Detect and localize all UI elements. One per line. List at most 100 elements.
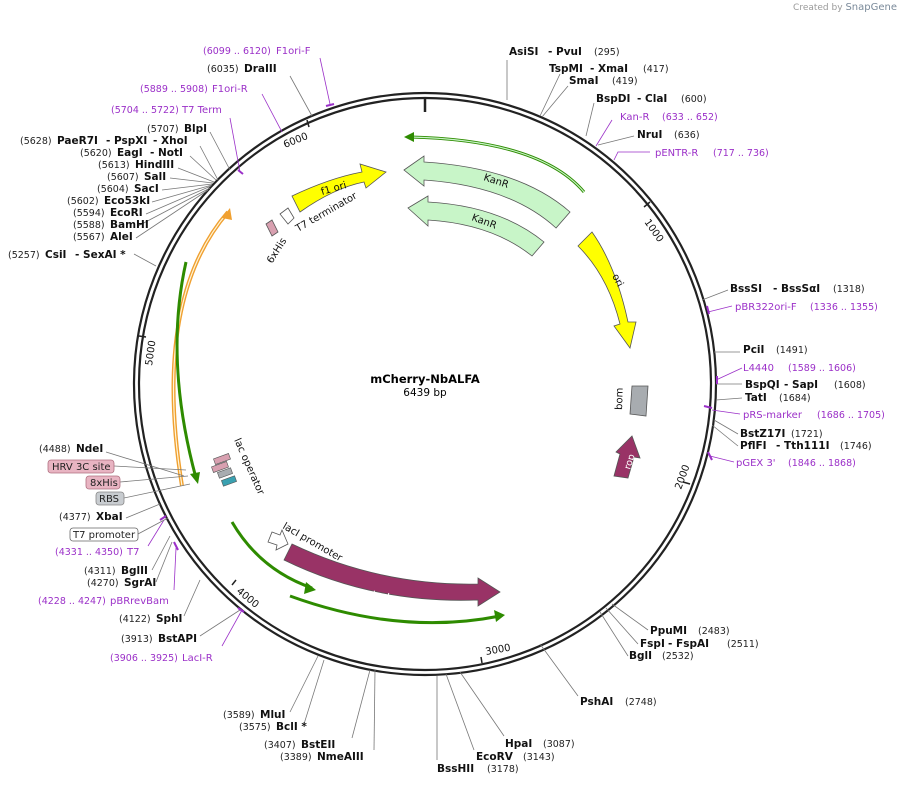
svg-text:(1846 .. 1868): (1846 .. 1868) (788, 458, 856, 469)
enzyme-ecori: EcoRI (110, 207, 143, 219)
svg-text:(3143): (3143) (523, 752, 555, 763)
laci-green-line-2 (289, 594, 501, 625)
svg-text:(5567): (5567) (73, 232, 105, 243)
enzyme-pspxi: PspXI (114, 135, 147, 147)
enzyme-bglii: BglII (121, 565, 148, 577)
svg-text:(2748): (2748) (625, 697, 657, 708)
svg-text:(4122): (4122) (119, 614, 151, 625)
svg-text:(1589 .. 1606): (1589 .. 1606) (788, 363, 856, 374)
svg-text:(419): (419) (612, 76, 638, 87)
primer-f1ori-r: F1ori-R (212, 84, 248, 95)
feature-rbs: RBS (99, 494, 119, 505)
svg-text:(2511): (2511) (727, 639, 759, 650)
enzyme-bspqi: BspQI (745, 379, 780, 391)
svg-text:- PspXI: - PspXI (106, 135, 147, 147)
svg-text:(717 .. 736): (717 .. 736) (713, 148, 769, 159)
svg-text:(4377): (4377) (59, 512, 91, 523)
plasmid-size: 6439 bp (403, 387, 447, 399)
svg-text:(1336 .. 1355): (1336 .. 1355) (810, 302, 878, 313)
snapgene-logo: SnapGene (845, 2, 897, 13)
svg-text:(3589): (3589) (223, 710, 255, 721)
enzyme-asisi: AsiSI (509, 46, 538, 58)
svg-text:(3087): (3087) (543, 739, 575, 750)
lac-operator-cluster (211, 453, 237, 487)
enzyme-nmeaiii: NmeAIII (317, 751, 364, 763)
svg-text:(5704 .. 5722): (5704 .. 5722) (111, 105, 179, 116)
enzyme-bspdi: BspDI (596, 93, 630, 105)
primer-pbr322ori-f: pBR322ori-F (735, 302, 797, 313)
enzyme-pshai: PshAI (580, 696, 613, 708)
svg-text:- NotI: - NotI (150, 147, 183, 159)
enzyme-csii: CsiI (45, 249, 66, 261)
plasmid-name: mCherry-NbALFA (370, 372, 480, 386)
enzyme-labels-left: (6035) DraIII (5707) BlpI (5628) PaeR7I … (8, 63, 376, 763)
svg-text:(2532): (2532) (662, 651, 694, 662)
svg-text:(5613): (5613) (98, 160, 130, 171)
enzyme-paer7i: PaeR7I (57, 135, 98, 147)
svg-text:(3407): (3407) (264, 740, 296, 751)
enzyme-eco53ki: Eco53kI (104, 195, 150, 207)
primer-t7: T7 (126, 547, 139, 558)
enzyme-pcii: PciI (743, 344, 764, 356)
his6-label: 6xHis (265, 236, 289, 265)
rop-arrow (613, 435, 641, 479)
svg-text:(1684): (1684) (779, 393, 811, 404)
enzyme-fspai: FspAI (676, 638, 709, 650)
enzyme-tspmi: TspMI (549, 63, 583, 75)
svg-text:- FspAI: - FspAI (668, 638, 709, 650)
feature-hrv3c-site: HRV 3C site (52, 462, 111, 473)
lac-operator-label: lac operator (231, 437, 266, 498)
his6-marker (265, 219, 279, 237)
feature-t7-promoter: T7 promoter (72, 530, 136, 541)
enzyme-tth111i: Tth111I (784, 440, 829, 452)
svg-text:- ClaI: - ClaI (637, 93, 667, 105)
primer-l4440: L4440 (743, 363, 774, 374)
rop-label: rop (622, 453, 637, 471)
primer-f1ori-f: F1ori-F (276, 46, 311, 57)
enzyme-ecorv: EcoRV (476, 751, 514, 763)
svg-text:(5607): (5607) (107, 172, 139, 183)
enzyme-bsssi: BssSI (730, 283, 762, 295)
enzyme-blpi: BlpI (184, 123, 207, 135)
svg-text:(600): (600) (681, 94, 707, 105)
svg-text:(5889 .. 5908): (5889 .. 5908) (140, 84, 208, 95)
svg-text:(3575): (3575) (239, 722, 271, 733)
svg-text:(1608): (1608) (834, 380, 866, 391)
enzyme-ppumi: PpuMI (650, 625, 687, 637)
svg-text:(295): (295) (594, 47, 620, 58)
enzyme-pflfi: PflFI (740, 440, 767, 452)
svg-text:(1318): (1318) (833, 284, 865, 295)
enzyme-smai: SmaI (569, 75, 599, 87)
enzyme-xbai: XbaI (96, 511, 123, 523)
primer-pgex-3: pGEX 3' (736, 458, 776, 469)
enzyme-bsteii: BstEII (301, 739, 335, 751)
svg-text:(5602): (5602) (67, 196, 99, 207)
tick-5000: 5000 (138, 335, 159, 366)
enzyme-alei: AleI (110, 231, 133, 243)
primer-t7-term: T7 Term (181, 105, 222, 116)
enzyme-bamhi: BamHI (110, 219, 149, 231)
laci-arrow (283, 543, 501, 607)
enzyme-sapi: SapI (792, 379, 818, 391)
f1ori-arrow (291, 163, 387, 213)
enzyme-tati: TatI (745, 392, 767, 404)
enzyme-mlui: MluI (260, 709, 285, 721)
svg-text:(1746): (1746) (840, 441, 872, 452)
svg-text:(4331 .. 4350): (4331 .. 4350) (55, 547, 123, 558)
svg-text:(2483): (2483) (698, 626, 730, 637)
enzyme-bgli: BglI (629, 650, 652, 662)
enzyme-bstz17i: BstZ17I (740, 428, 785, 440)
enzyme-bsssai: BssSαI (781, 283, 820, 295)
kanr-green-arrowhead (404, 132, 414, 142)
enzyme-noti: NotI (158, 147, 183, 159)
svg-text:(4311): (4311) (84, 566, 116, 577)
svg-text:- SexAI *: - SexAI * (75, 249, 126, 261)
enzyme-sali: SalI (144, 171, 166, 183)
enzyme-sexai: SexAI * (83, 249, 126, 261)
svg-text:(5588): (5588) (73, 220, 105, 231)
snapgene-credit: Created by SnapGene (793, 2, 897, 13)
svg-text:(4270): (4270) (87, 578, 119, 589)
enzyme-xhoi: XhoI (161, 135, 188, 147)
svg-text:(3389): (3389) (280, 752, 312, 763)
enzyme-bcli: BclI * (276, 721, 307, 733)
